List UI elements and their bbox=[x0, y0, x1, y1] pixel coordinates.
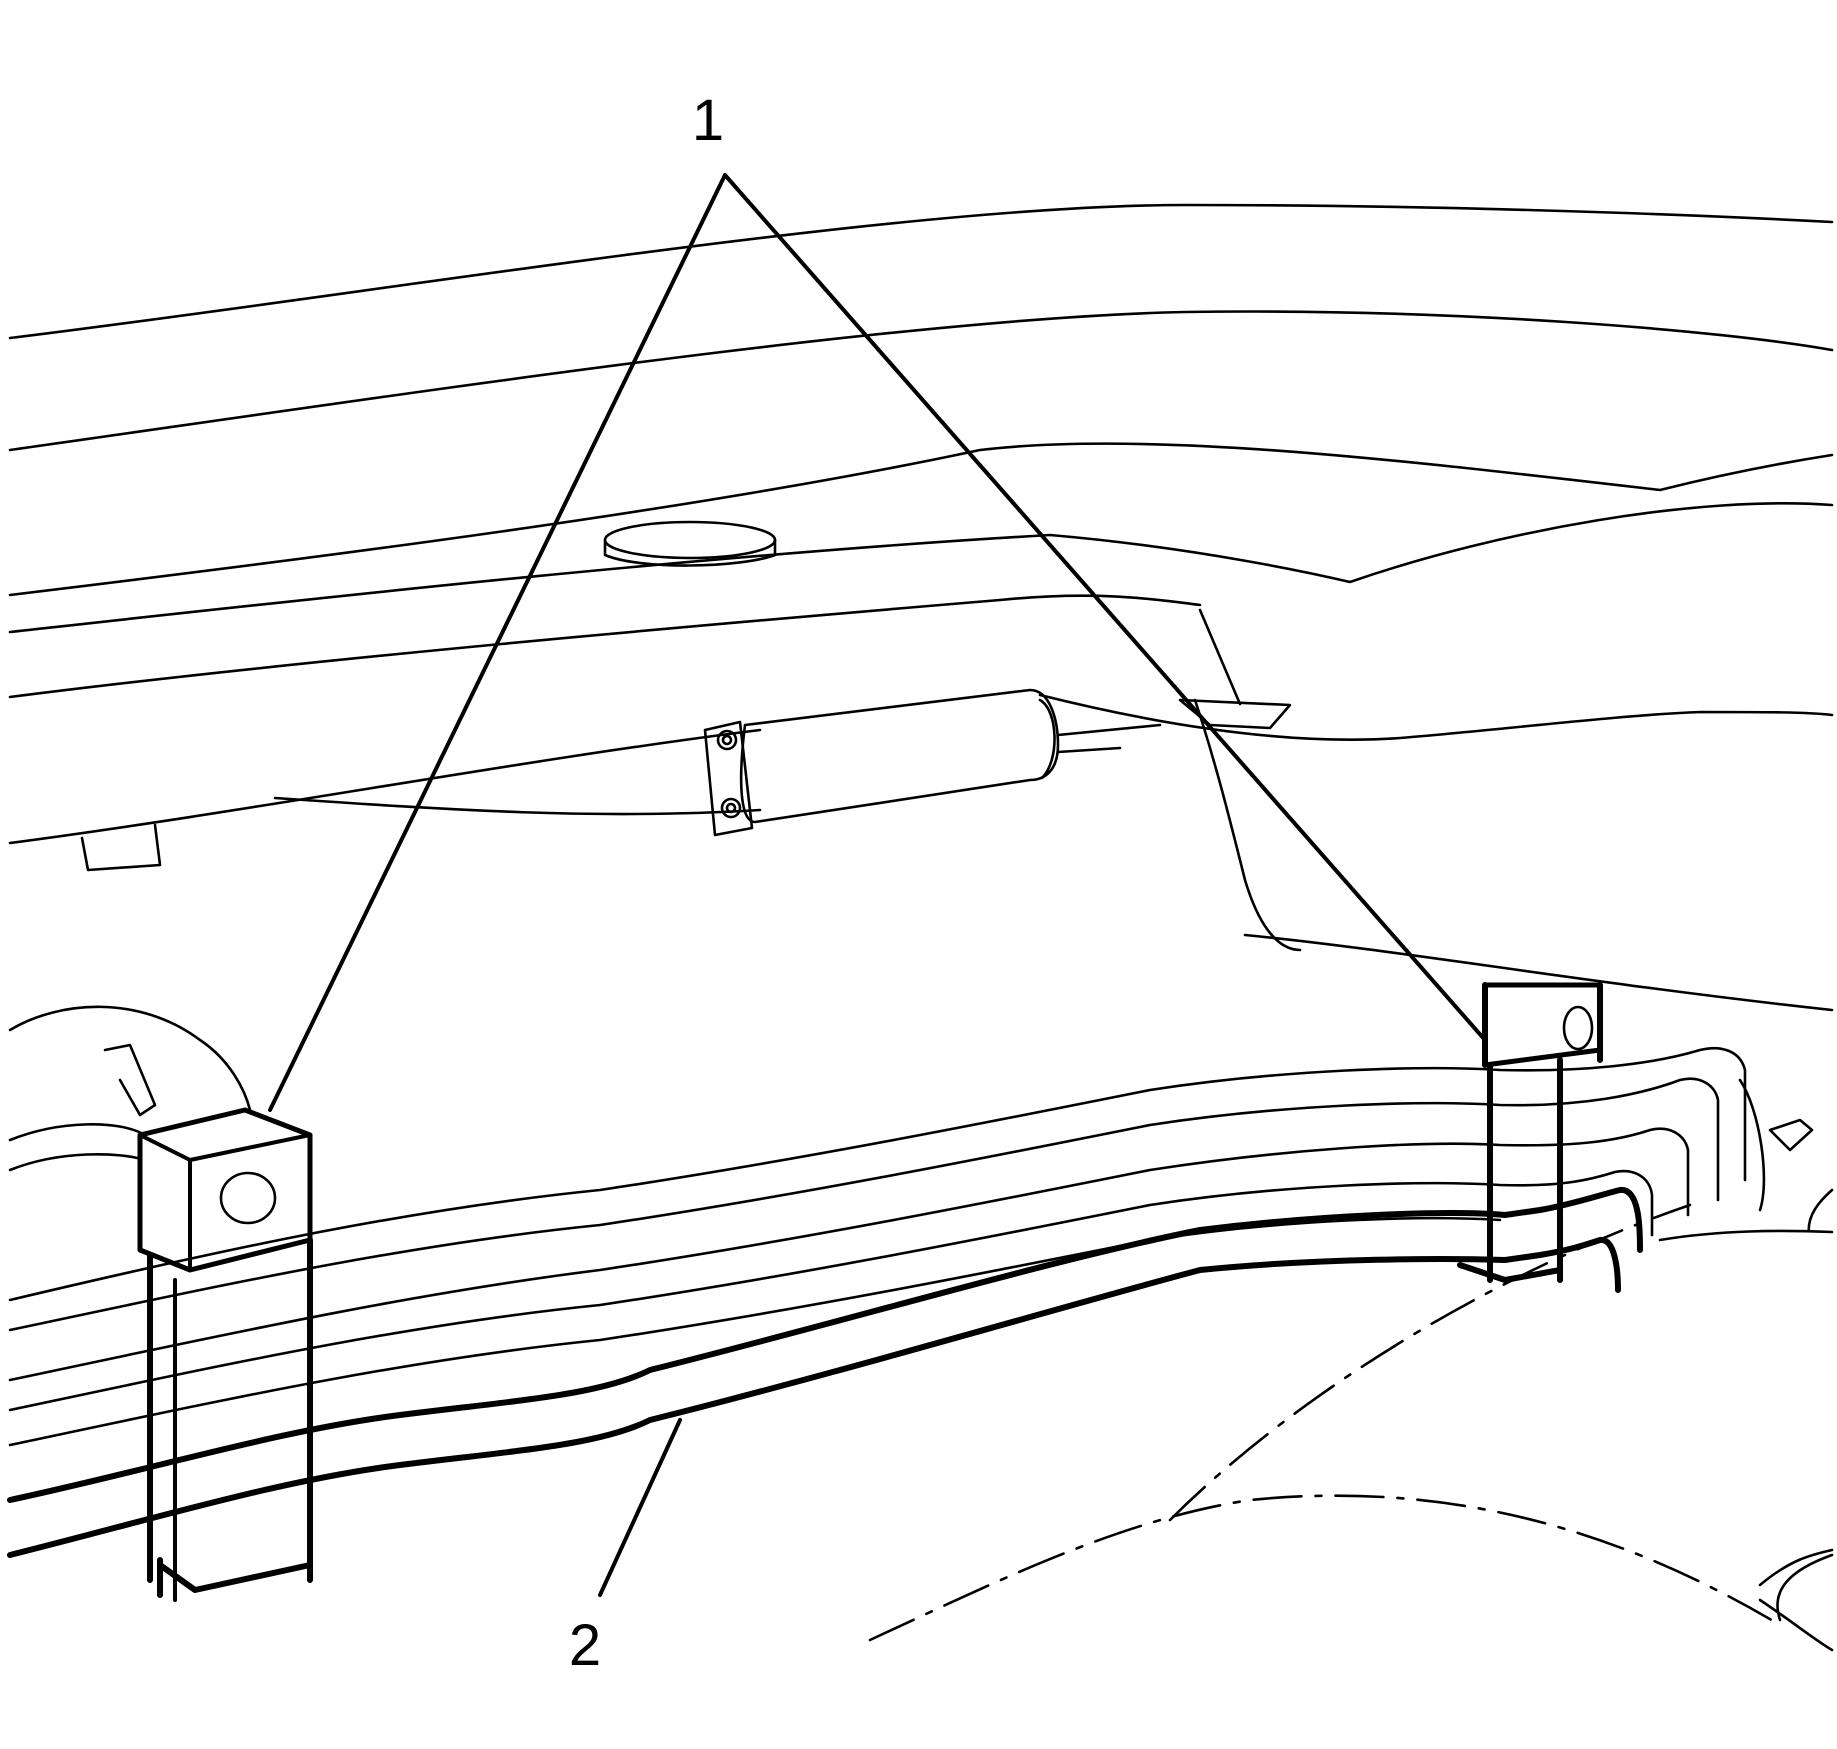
callout-label-1: 1 bbox=[692, 88, 724, 153]
inline-cylinder-component bbox=[703, 688, 1162, 837]
pipe-bundle bbox=[7, 1046, 1747, 1558]
body-panel-lines bbox=[8, 203, 1834, 1012]
panel-tab bbox=[80, 823, 162, 872]
left-retaining-block bbox=[137, 1107, 313, 1602]
left-structure bbox=[8, 1005, 252, 1172]
lower-right-contours bbox=[868, 1078, 1834, 1652]
leader-line-2 bbox=[598, 1418, 682, 1597]
leader-line-1a bbox=[268, 173, 727, 1112]
leader-lines bbox=[268, 173, 1487, 1597]
oval-grommet bbox=[603, 520, 777, 567]
callout-label-2: 2 bbox=[569, 1613, 601, 1678]
right-retaining-block bbox=[1457, 982, 1603, 1283]
leader-line-1b bbox=[723, 173, 1487, 1042]
